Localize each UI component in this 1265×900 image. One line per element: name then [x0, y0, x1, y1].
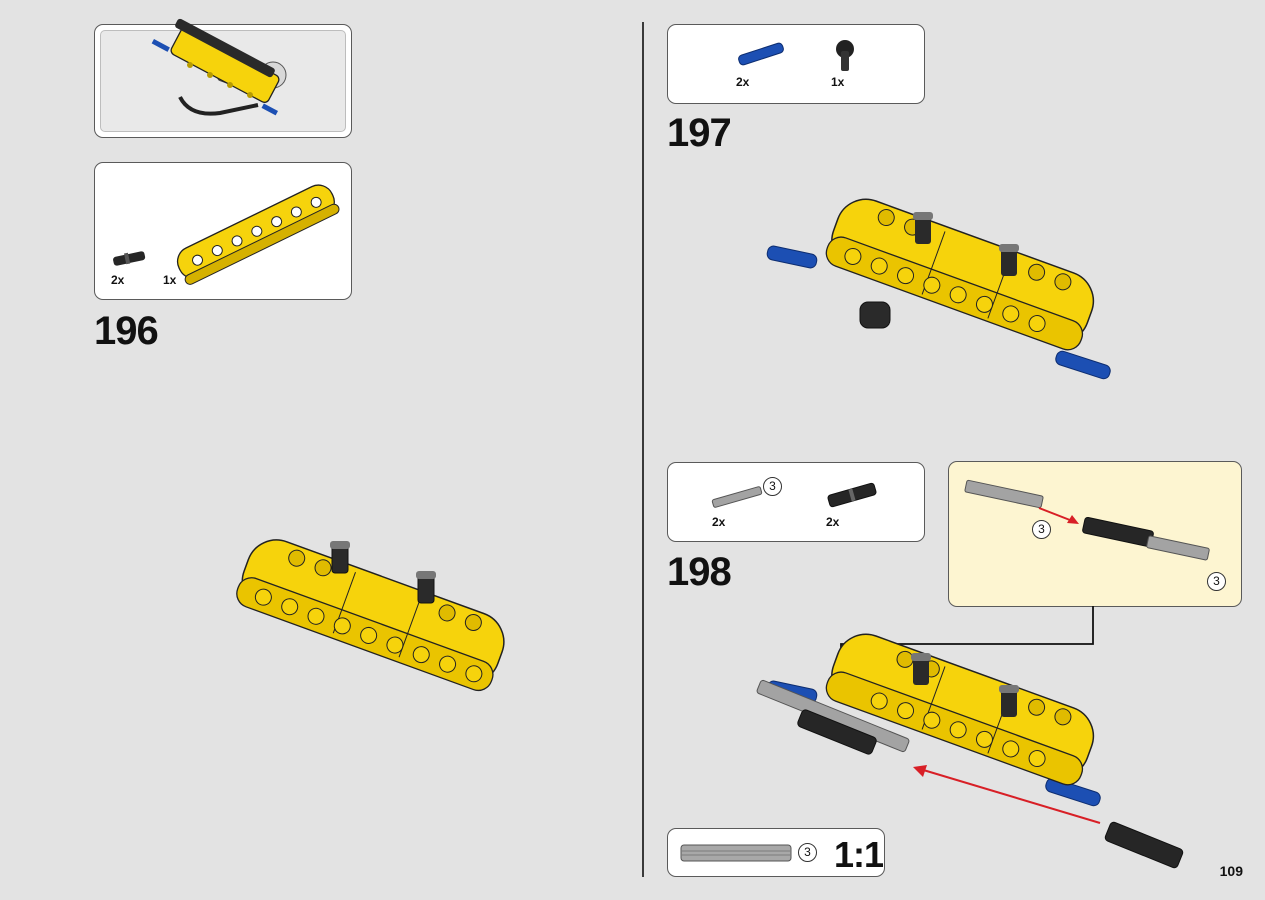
- step-197-number: 197: [667, 111, 732, 155]
- step-196-number: 196: [94, 309, 159, 353]
- scale-ruler-length-badge: 3: [798, 843, 817, 862]
- callout-assembly-icon: [964, 479, 1210, 561]
- step-196-model: [236, 539, 505, 692]
- step-198-callout: 3 3: [948, 461, 1242, 607]
- submodel-assembly-icon: [151, 18, 287, 116]
- step-198-part-2-qty: 2x: [826, 515, 840, 529]
- step-197-model: [766, 198, 1111, 380]
- page-divider: [642, 22, 644, 877]
- step-198-axle-length-badge: 3: [763, 477, 782, 496]
- step-198-model: [756, 633, 1184, 869]
- scale-ratio-label: 1:1: [834, 834, 884, 875]
- callout-axle-b-length-badge: 3: [1207, 572, 1226, 591]
- step-198-number: 198: [667, 550, 732, 594]
- step-196-part-1-qty: 2x: [111, 273, 125, 287]
- step-197-part-1-qty: 2x: [736, 75, 750, 89]
- callout-axle-a-length-badge: 3: [1032, 520, 1051, 539]
- step-196-part-2-qty: 1x: [163, 273, 177, 287]
- black-pin-icon: [113, 251, 146, 266]
- step-197-part-2-qty: 1x: [831, 75, 845, 89]
- grey-axle-icon: [711, 486, 763, 508]
- scale-ruler-box: 3 1:1: [667, 828, 885, 877]
- yellow-beam-icon: [176, 184, 340, 285]
- step-196-parts-box: 2x 1x: [94, 162, 352, 300]
- submodel-preview-box: [94, 18, 352, 138]
- black-axle-connector-icon: [827, 482, 877, 508]
- page-number: 109: [1219, 863, 1243, 879]
- black-pin-connector-icon: [836, 40, 854, 71]
- step-198-part-1-qty: 2x: [712, 515, 726, 529]
- blue-axle-pin-icon: [738, 42, 784, 66]
- step-197-parts-box: 2x 1x: [667, 24, 925, 104]
- step-198-parts-box: 3 2x 2x: [667, 462, 925, 542]
- grey-axle-ruler-icon: [680, 844, 792, 862]
